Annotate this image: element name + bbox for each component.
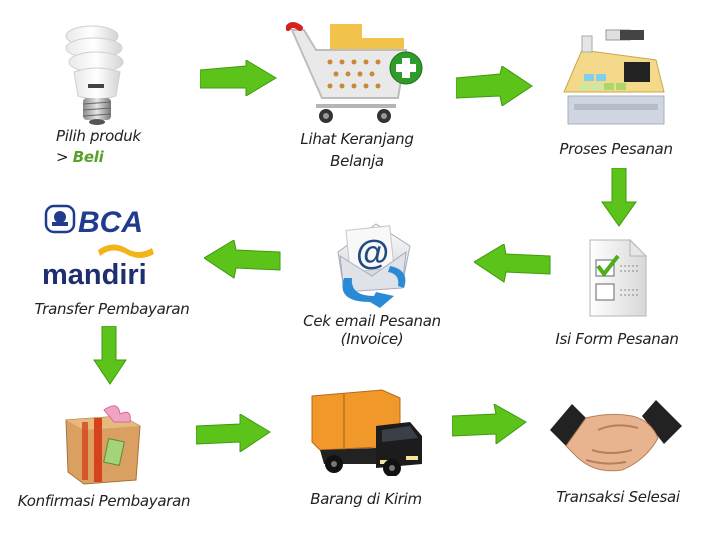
step-transfer-pembayaran: BCA mandiri [40,200,180,295]
arrow-right-icon [200,60,277,96]
step-label-pilih-produk: Pilih produk > Beli [56,126,141,168]
arrow-down-2 [92,326,132,386]
light-bulb-icon [65,25,124,125]
arrow-right-icon [456,66,533,106]
step-label-transaksi-selesai: Transaksi Selesai [540,488,696,506]
mandiri-text: mandiri [42,259,147,291]
label-line: Transaksi Selesai [556,488,680,506]
step-label-konfirmasi: Konfirmasi Pembayaran [4,492,204,510]
arrow-right-4 [452,404,528,444]
step-konfirmasi [60,400,150,486]
gift-box-icon [65,405,141,485]
label-line: Cek email Pesanan [303,312,441,330]
arrow-right-2 [456,66,534,106]
arrow-right-icon [196,414,271,452]
label-line: Isi Form Pesanan [555,330,679,348]
cash-register-icon [563,29,665,125]
step-transaksi-selesai [546,394,686,478]
label-line: > Beli [56,147,141,168]
label-line: Lihat Keranjang [300,130,414,148]
arrow-right-icon [452,404,527,444]
delivery-truck-icon [311,389,422,476]
label-line: Pilih produk [56,127,141,145]
label-line: Barang di Kirim [310,490,422,508]
label-prefix: > [56,148,73,166]
step-isi-form [582,238,652,322]
bca-logo: BCA [44,204,143,239]
step-label-transfer: Transfer Pembayaran [22,300,202,318]
step-label-isi-form: Isi Form Pesanan [542,330,692,348]
step-lihat-keranjang [286,20,426,130]
arrow-left-icon [474,244,551,283]
arrow-left-2 [204,240,282,280]
label-line: Belanja [330,152,384,170]
label-line: Proses Pesanan [559,140,673,158]
step-barang-dikirim [310,384,426,476]
arrow-right-1 [200,60,278,96]
step-proses-pesanan [560,26,670,126]
arrow-down-1 [600,168,640,228]
step-label-cek-email: Cek email Pesanan (Invoice) [282,312,462,348]
bank-logos-icon: BCA mandiri [42,204,154,291]
shopping-cart-add-icon [286,22,423,123]
step-cek-email: @ [330,216,414,310]
step-label-lihat-keranjang: Lihat Keranjang Belanja [292,128,422,172]
arrow-left-1 [474,244,552,284]
arrow-down-icon [601,168,637,227]
handshake-icon [550,400,682,472]
arrow-left-icon [204,240,281,279]
mandiri-logo: mandiri [42,244,154,291]
label-line: Transfer Pembayaran [34,300,190,318]
step-label-proses-pesanan: Proses Pesanan [546,140,686,158]
svg-text:@: @ [356,234,389,272]
bca-text: BCA [78,206,143,239]
label-line: (Invoice) [340,330,404,348]
arrow-right-3 [196,414,272,452]
label-line: Konfirmasi Pembayaran [17,492,191,510]
email-icon: @ [337,223,411,308]
arrow-down-icon [93,326,127,385]
step-label-barang-dikirim: Barang di Kirim [296,490,436,508]
beli-highlight: Beli [72,148,104,166]
step-pilih-produk [50,14,140,126]
form-checklist-icon [589,238,648,317]
